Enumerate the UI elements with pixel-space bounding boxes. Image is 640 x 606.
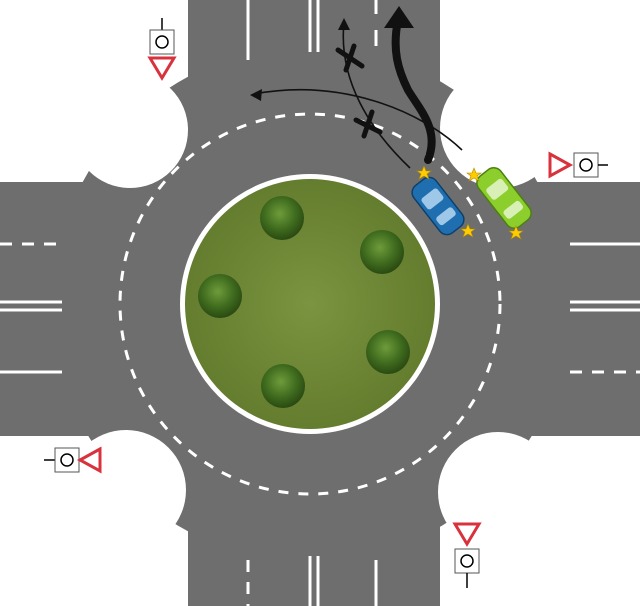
path-left-turn [253, 88, 463, 151]
cross-mark [335, 43, 365, 73]
path-straight-thin [342, 21, 411, 169]
cross-marks [335, 43, 383, 139]
arrowhead-left [250, 89, 262, 101]
sign-bottom-right [452, 522, 482, 588]
yield-triangle-icon [452, 522, 482, 547]
forbidden-paths [253, 21, 463, 169]
yield-triangle-icon [147, 56, 177, 81]
path-bold-exit [391, 16, 436, 164]
bush [198, 274, 242, 318]
impact-star [508, 225, 524, 240]
yield-triangle-icon [548, 151, 574, 179]
sign-left [44, 446, 102, 474]
bushes [198, 196, 410, 408]
bush [260, 196, 304, 240]
arrowhead-bold [384, 6, 414, 28]
cross-mark [353, 109, 383, 139]
sign-top-left [147, 18, 177, 81]
impact-star [460, 223, 476, 238]
bush [366, 330, 410, 374]
blue-car [411, 176, 465, 236]
bush [261, 364, 305, 408]
impact-star [466, 167, 482, 182]
arrowhead-up-thin [338, 18, 350, 30]
arrowheads [250, 18, 350, 101]
yield-triangle-icon [76, 446, 102, 474]
bush [360, 230, 404, 274]
green-car [476, 167, 532, 229]
sign-right [548, 151, 608, 179]
impact-star [416, 165, 432, 180]
ring-dashed-line [118, 112, 502, 496]
impact-markers [416, 165, 524, 240]
